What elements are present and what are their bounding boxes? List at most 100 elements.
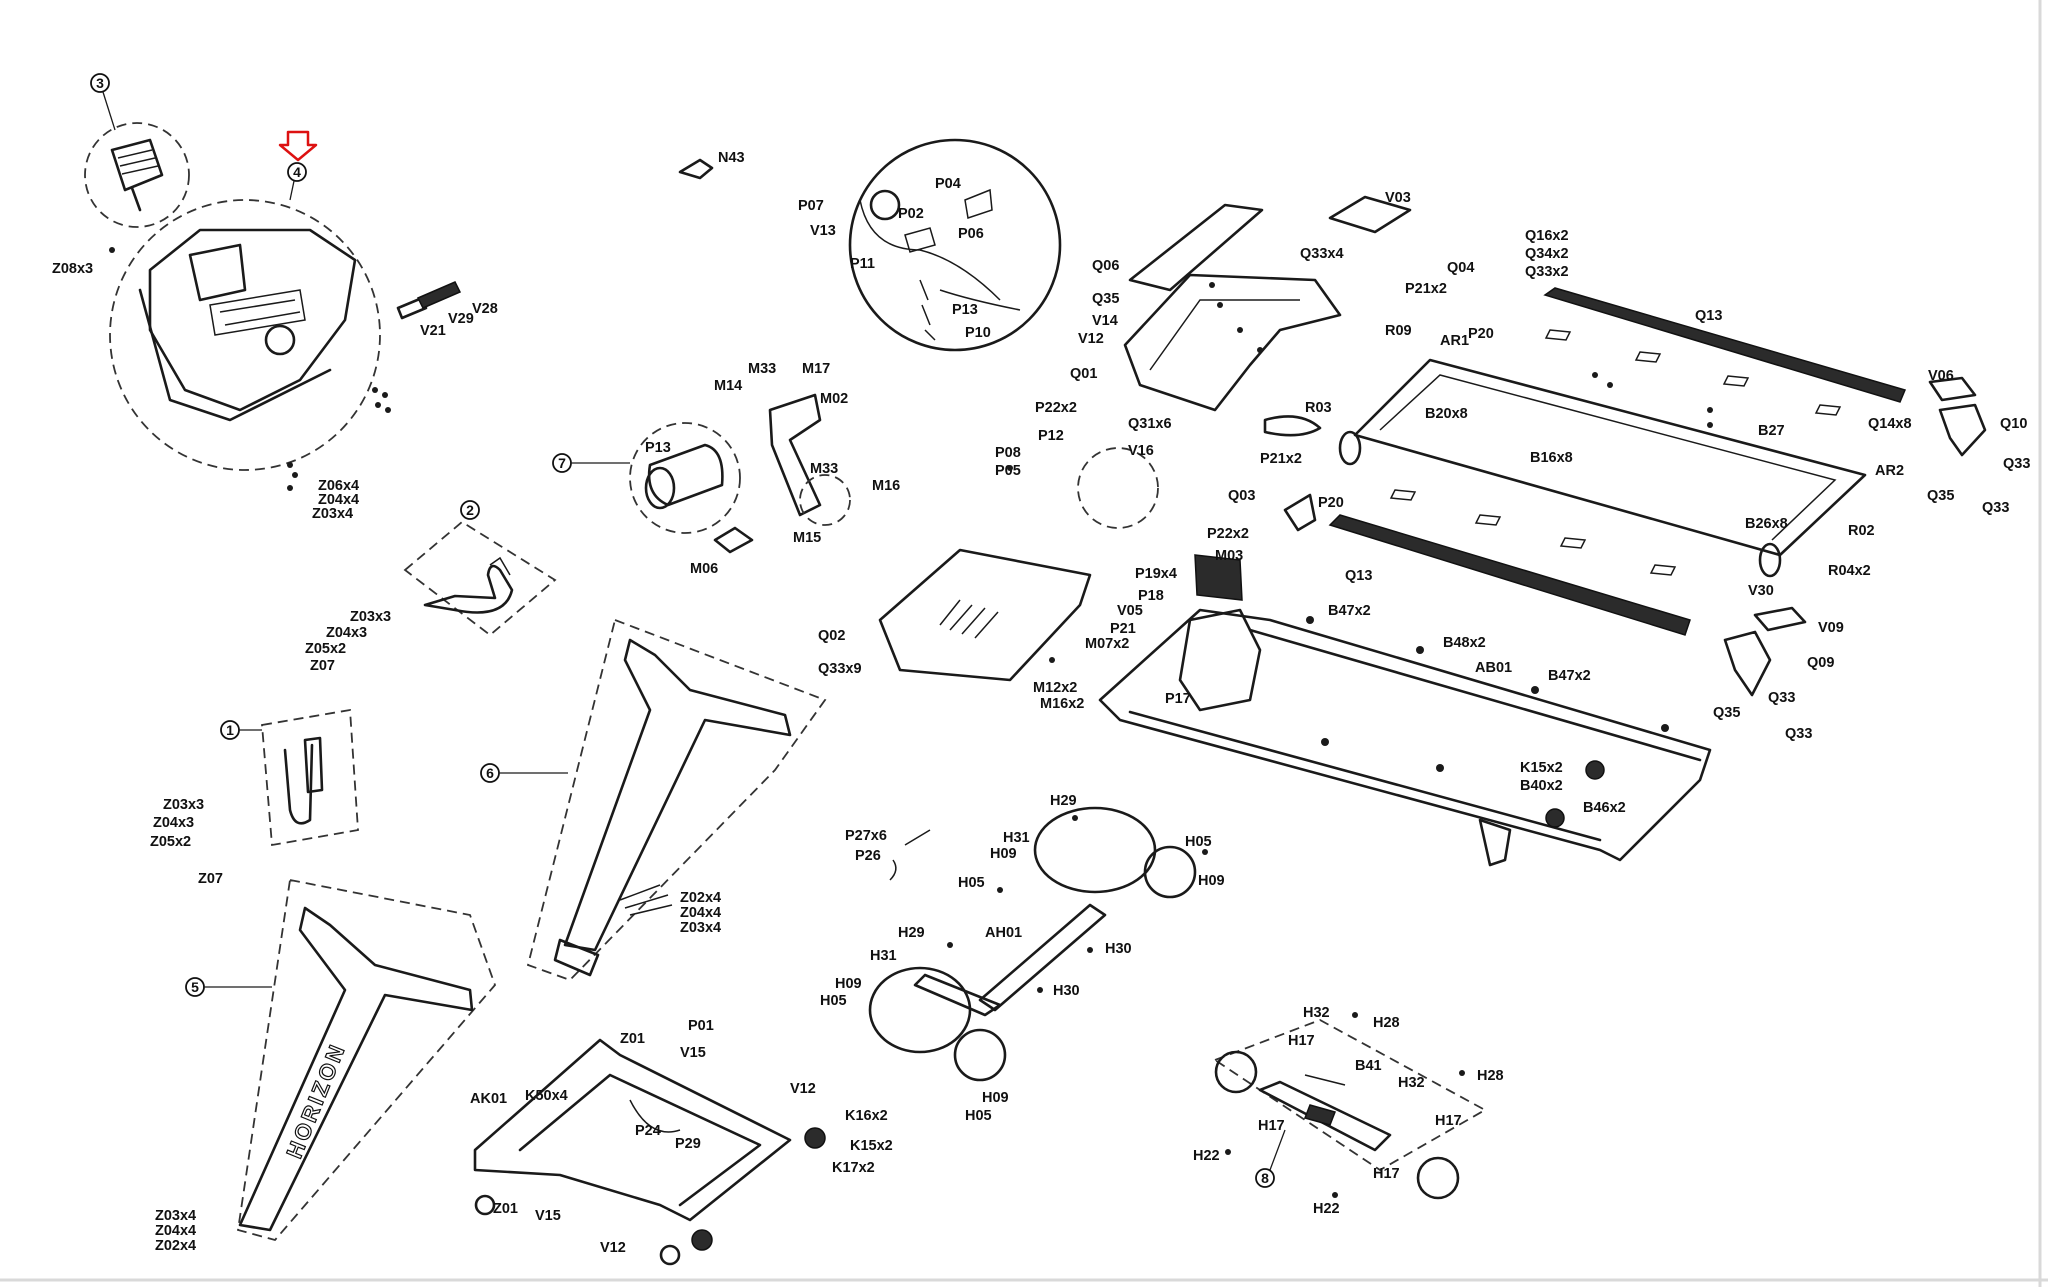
label-h09-bottom-right: H09: [982, 1090, 1009, 1106]
upright-right: [563, 638, 792, 952]
upright-right-group: [526, 618, 827, 982]
label-z03x4-left: Z03x4: [155, 1208, 196, 1224]
label-p05: P05: [995, 463, 1021, 479]
side-rail-lower-q13: [1328, 514, 1691, 636]
lift-actuator: [768, 393, 822, 517]
label-h31-bottom: H31: [870, 948, 897, 964]
handlebar-left-group: [261, 520, 557, 847]
label-h31-top: H31: [1003, 830, 1030, 846]
label-r04x2: R04x2: [1828, 563, 1871, 579]
label-p22x2-mid: P22x2: [1207, 526, 1249, 542]
label-z03x3-left: Z03x3: [163, 797, 204, 813]
label-q33x2: Q33x2: [1525, 264, 1569, 280]
callout-2: 2: [460, 500, 480, 520]
motor-group: [629, 393, 851, 554]
label-q35-cover: Q35: [1092, 291, 1119, 307]
label-p11: P11: [850, 256, 875, 272]
upright-right-bracket: [553, 938, 600, 977]
label-z03x4: Z03x4: [312, 506, 353, 522]
label-m16x2: M16x2: [1040, 696, 1084, 712]
label-m03: M03: [1215, 548, 1243, 564]
drive-motor-end: [644, 466, 676, 510]
deck-group: [1263, 287, 1987, 697]
label-p27x6: P27x6: [845, 828, 887, 844]
callout-3: 3: [90, 73, 116, 131]
console-keypad: [209, 289, 306, 336]
svg-text:5: 5: [191, 979, 199, 995]
wiring-connectors: [919, 279, 936, 341]
safety-key: [110, 138, 164, 212]
lift-motor-detail-left: [1214, 1050, 1258, 1094]
rear-bracket: [1478, 818, 1512, 867]
base-wheel-right: [691, 1229, 713, 1251]
end-cap-q10: [1938, 403, 1987, 457]
label-k15x2-frame: K15x2: [1520, 760, 1563, 776]
label-b40x2: B40x2: [1520, 778, 1563, 794]
label-v30: V30: [1748, 583, 1774, 599]
label-ar1: AR1: [1440, 333, 1469, 349]
label-z05x2-right: Z05x2: [305, 641, 346, 657]
callout-5: 5: [185, 977, 272, 997]
label-p06: P06: [958, 226, 984, 242]
label-z04x3-right: Z04x3: [326, 625, 367, 641]
label-p20-mid: P20: [1318, 495, 1344, 511]
label-v06: V06: [1928, 368, 1954, 384]
label-b46x2: B46x2: [1583, 800, 1626, 816]
svg-text:2: 2: [466, 502, 474, 518]
side-rail-upper-q13: [1543, 287, 1907, 403]
label-z02x4-left: Z02x4: [155, 1238, 196, 1254]
label-q33-bottom: Q33: [1785, 726, 1812, 742]
svg-text:3: 3: [96, 75, 104, 91]
label-p24: P24: [635, 1123, 661, 1139]
label-m17: M17: [802, 361, 830, 377]
base-foot-right: [659, 1244, 681, 1266]
label-h30-bottom: H30: [1053, 983, 1080, 999]
label-ah01: AH01: [985, 925, 1022, 941]
lift-bushing-p26: [889, 829, 931, 881]
console-screws: [109, 247, 391, 491]
label-z07-right: Z07: [310, 658, 335, 674]
label-z06x4: Z06x4: [318, 478, 359, 494]
label-m02: M02: [820, 391, 848, 407]
label-v03: V03: [1385, 190, 1411, 206]
label-m12x2: M12x2: [1033, 680, 1077, 696]
label-z04x3-left: Z04x3: [153, 815, 194, 831]
lift-shaft-b41: [1304, 1074, 1346, 1086]
label-ak01: AK01: [470, 1091, 507, 1107]
rear-roller: [1758, 542, 1782, 578]
label-q35-q09: Q35: [1713, 705, 1740, 721]
label-z04x4: Z04x4: [318, 492, 359, 508]
label-h17-left: H17: [1258, 1118, 1285, 1134]
upright-left: [238, 906, 474, 1232]
label-v05: V05: [1117, 603, 1143, 619]
label-z01-bottom: Z01: [493, 1201, 518, 1217]
label-p29: P29: [675, 1136, 701, 1152]
label-h05-bottom-left: H05: [820, 993, 847, 1009]
upright-left-group: HORIZON: [236, 878, 497, 1242]
actuator-detail-ring: [799, 474, 851, 526]
handlebar-right-grip: [489, 556, 511, 576]
main-frame-rail-lower: [1128, 710, 1602, 842]
svg-text:6: 6: [486, 765, 494, 781]
label-h22-bottom: H22: [1313, 1201, 1340, 1217]
label-p17: P17: [1165, 691, 1191, 707]
decal-v06: [1928, 376, 1977, 402]
label-r09: R09: [1385, 323, 1412, 339]
callout-1: 1: [220, 720, 262, 740]
lift-motor-detail-right: [1416, 1156, 1460, 1200]
upright-right-wires: [619, 884, 673, 916]
label-k16x2: K16x2: [845, 1108, 888, 1124]
drive-motor: [647, 443, 724, 507]
console-knob: [264, 324, 296, 356]
wiring-harness: [859, 188, 1021, 311]
console-body: [148, 228, 357, 412]
label-v15-bottom: V15: [535, 1208, 561, 1224]
handlebar-right: [423, 564, 514, 614]
label-q09: Q09: [1807, 655, 1834, 671]
label-q13-top: Q13: [1695, 308, 1722, 324]
running-belt: [1353, 358, 1867, 557]
label-p04: P04: [935, 176, 961, 192]
callout-7: 7: [552, 453, 630, 473]
label-q31x6: Q31x6: [1128, 416, 1172, 432]
